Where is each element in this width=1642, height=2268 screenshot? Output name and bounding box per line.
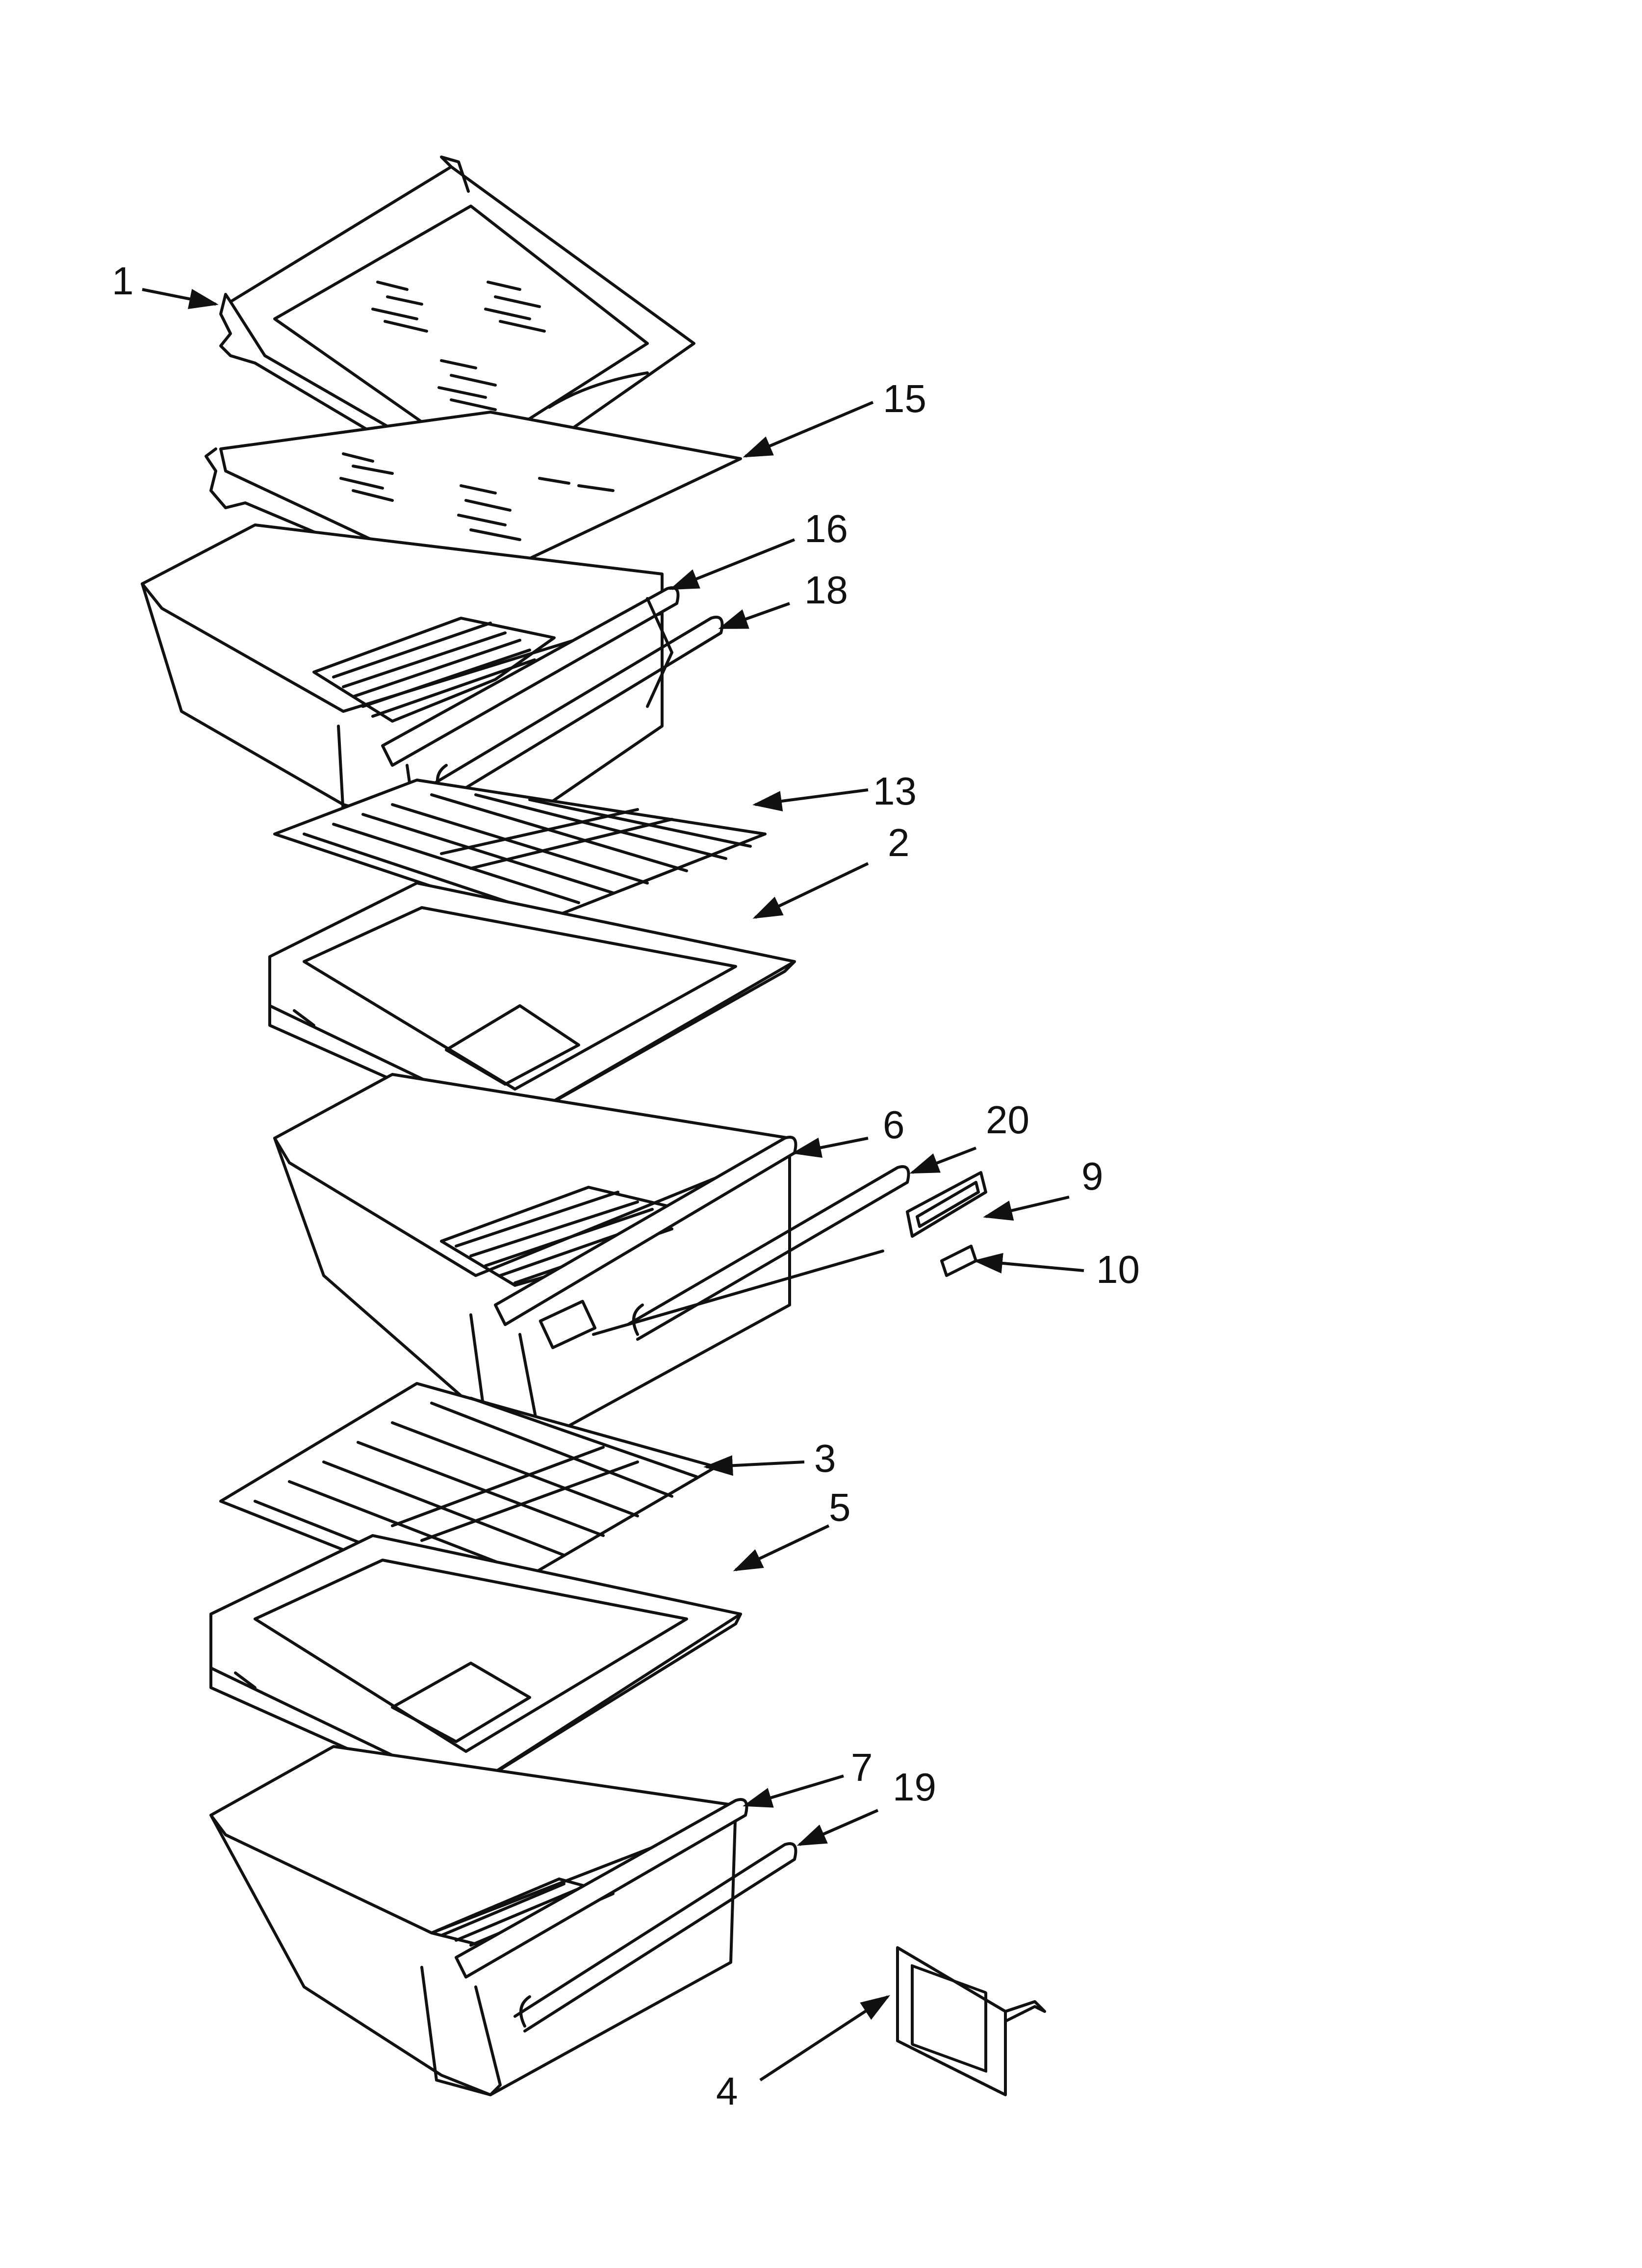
callout-4: 4 (716, 2069, 738, 2113)
part-7-19-bottom-crisper-drawer (209, 1745, 797, 2096)
callout-13: 13 (873, 769, 917, 813)
callout-16: 16 (804, 507, 848, 550)
callout-19: 19 (893, 1765, 936, 1809)
part-1-shelf-frame (219, 156, 695, 490)
callout-6: 6 (883, 1103, 905, 1147)
part-9-10-humidity-control (906, 1171, 987, 1277)
part-6-20-middle-crisper-drawer (273, 1073, 910, 1449)
part-5-shelf-frame (209, 1534, 742, 1792)
part-2-shelf-frame (268, 882, 796, 1125)
callout-18: 18 (804, 568, 848, 612)
callout-7: 7 (851, 1746, 873, 1789)
callout-15: 15 (883, 377, 926, 420)
callout-20: 20 (986, 1098, 1029, 1142)
callout-10: 10 (1096, 1248, 1140, 1291)
part-15-glass-shelf (205, 411, 742, 588)
callout-1: 1 (112, 259, 134, 303)
callout-2: 2 (888, 821, 910, 864)
callout-3: 3 (814, 1436, 836, 1480)
callout-5: 5 (829, 1486, 851, 1529)
leader-lines (142, 288, 1084, 2082)
callout-9: 9 (1081, 1154, 1103, 1198)
part-4-label-cover (896, 1946, 1046, 2096)
